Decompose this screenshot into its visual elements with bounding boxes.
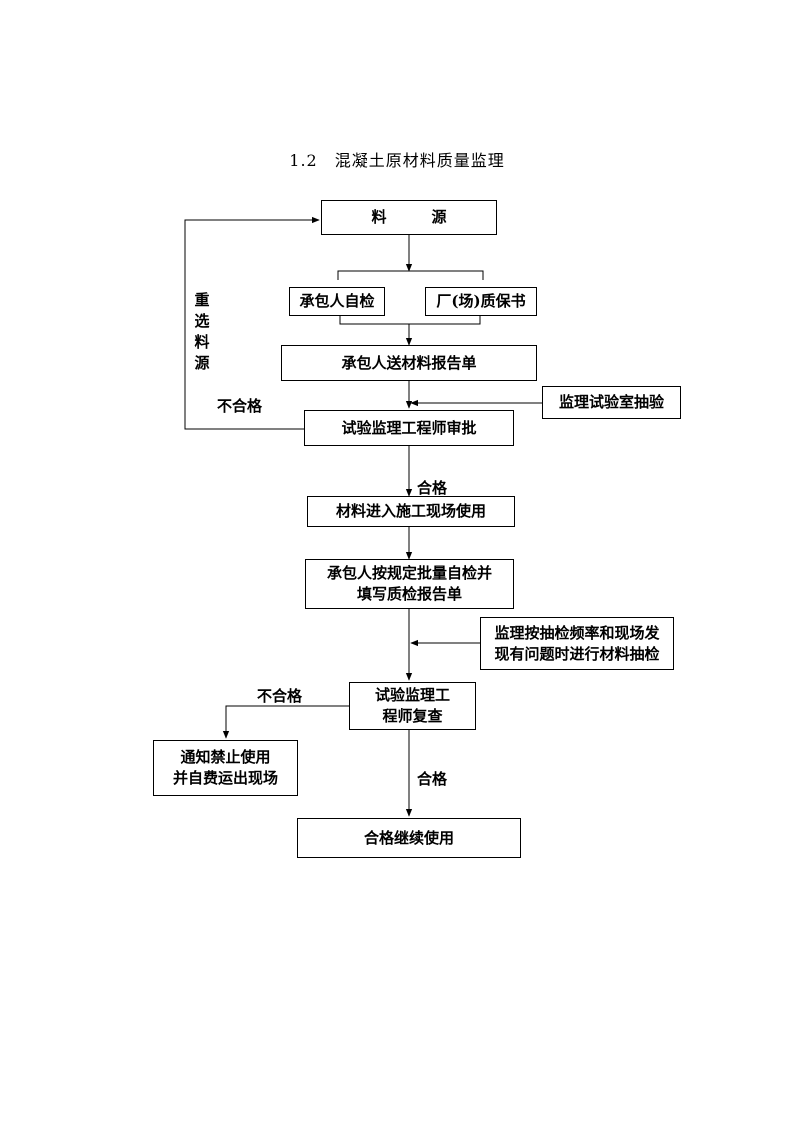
node-continue-use-label: 合格继续使用 — [363, 828, 454, 847]
node-report-sheet: 承包人送材料报告单 — [281, 345, 537, 381]
node-notify-ban-line2: 并自费运出现场 — [172, 769, 278, 787]
label-reselect-char: 源 — [194, 354, 210, 372]
node-source: 料 源 — [321, 200, 497, 235]
label-fail-approval: 不合格 — [217, 397, 263, 415]
node-factory-cert: 厂(场)质保书 — [425, 287, 537, 316]
label-reselect-source: 重 选 料 源 — [192, 290, 212, 374]
label-reselect-char: 选 — [194, 312, 210, 330]
page-title: 1.2 混凝土原材料质量监理 — [289, 151, 505, 170]
arrow-review-fail — [222, 705, 349, 739]
node-lab-sampling-label: 监理试验室抽验 — [558, 393, 664, 411]
node-lab-sampling: 监理试验室抽验 — [542, 386, 681, 419]
label-pass-approval: 合格 — [417, 479, 448, 497]
label-reselect-char: 料 — [194, 333, 210, 351]
node-notify-ban-line1: 通知禁止使用 — [180, 748, 271, 766]
node-engineer-approval: 试验监理工程师审批 — [304, 410, 514, 446]
label-reselect-char: 重 — [194, 291, 210, 309]
node-source-label: 料 源 — [371, 208, 447, 226]
node-material-enter: 材料进入施工现场使用 — [307, 496, 515, 527]
node-random-check: 监理按抽检频率和现场发 现有问题时进行材料抽检 — [480, 617, 674, 670]
node-continue-use: 合格继续使用 — [297, 818, 521, 858]
node-random-check-line2: 现有问题时进行材料抽检 — [494, 644, 660, 663]
label-fail-review: 不合格 — [257, 687, 303, 705]
node-self-check-label: 承包人自检 — [299, 292, 375, 310]
bracket-bottom — [339, 316, 481, 325]
node-engineer-review-line1: 试验监理工 — [374, 686, 450, 704]
node-batch-check-line1: 承包人按规定批量自检并 — [326, 564, 492, 582]
node-factory-cert-label: 厂(场)质保书 — [436, 292, 526, 310]
node-material-enter-label: 材料进入施工现场使用 — [335, 502, 486, 520]
node-notify-ban: 通知禁止使用 并自费运出现场 — [153, 740, 298, 796]
node-batch-check-line2: 填写质检报告单 — [356, 585, 462, 603]
node-batch-check: 承包人按规定批量自检并 填写质检报告单 — [305, 559, 514, 609]
node-engineer-approval-label: 试验监理工程师审批 — [341, 418, 477, 437]
label-pass-review: 合格 — [417, 770, 448, 788]
bracket-top — [337, 270, 484, 280]
arrow-reselect-loop — [184, 216, 320, 430]
node-engineer-review: 试验监理工 程师复查 — [349, 682, 476, 730]
node-self-check: 承包人自检 — [289, 287, 385, 316]
node-report-sheet-label: 承包人送材料报告单 — [341, 353, 477, 372]
node-engineer-review-line2: 程师复查 — [382, 707, 443, 725]
node-random-check-line1: 监理按抽检频率和现场发 — [494, 623, 660, 642]
